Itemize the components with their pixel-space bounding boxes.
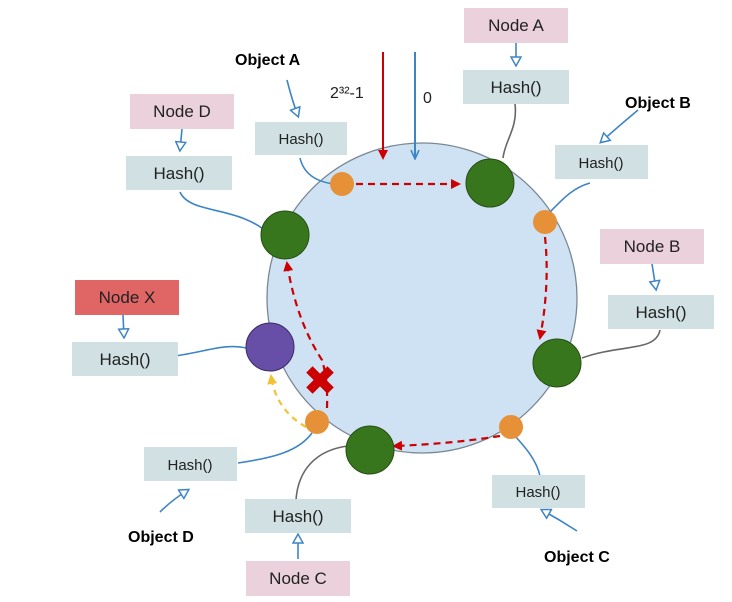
connector-node-x (174, 345, 247, 357)
ring-object-c (499, 415, 523, 439)
cross-icon (306, 366, 334, 394)
connector-node-c (295, 445, 349, 501)
hash-box-node-b: Hash() (608, 295, 714, 329)
hash-label: Hash() (278, 131, 323, 148)
node-a-box: Node A (464, 8, 568, 43)
connector-object-d (237, 432, 313, 464)
connector-object-b (549, 182, 591, 213)
ring-node-b (532, 338, 582, 388)
connector-node-a (502, 103, 517, 159)
object-b-label: Object B (625, 95, 691, 112)
node-c-box: Node C (246, 561, 350, 596)
hash-box-node-c: Hash() (245, 499, 351, 533)
hash-label: Hash() (272, 507, 323, 526)
ring-node-d (260, 210, 310, 260)
hash-label: Hash() (515, 484, 560, 501)
hash-label: Hash() (635, 303, 686, 322)
connector-object-c (514, 435, 541, 477)
node-d-label: Node D (153, 102, 211, 121)
ring-node-c (345, 425, 395, 475)
hash-ring (266, 142, 578, 454)
hash-box-object-b: Hash() (555, 145, 648, 179)
hash-label: Hash() (578, 155, 623, 172)
object-d-label: Object D (128, 529, 194, 546)
hash-box-object-d: Hash() (144, 447, 237, 481)
hash-label: Hash() (99, 350, 150, 369)
node-a-label: Node A (488, 16, 544, 35)
ring-node-a (465, 158, 515, 208)
route-object-b-to-node-b (536, 236, 548, 340)
object-hash-arrows (159, 79, 639, 532)
object-a-label: Object A (235, 52, 301, 69)
hash-label: Hash() (153, 164, 204, 183)
object-c-label: Object C (544, 549, 610, 566)
hash-label: Hash() (490, 78, 541, 97)
hash-box-node-a: Hash() (463, 70, 569, 104)
node-x-label: Node X (99, 288, 156, 307)
node-b-box: Node B (600, 229, 704, 264)
reroute-object-d-to-node-x (267, 374, 307, 428)
ring-object-a (330, 172, 354, 196)
connectors (174, 103, 661, 501)
hash-box-node-d: Hash() (126, 156, 232, 190)
ring-object-b (533, 210, 557, 234)
node-b-label: Node B (624, 237, 681, 256)
zero-label: 0 (423, 90, 432, 107)
ring-object-d (305, 410, 329, 434)
node-x-box: Node X (75, 280, 179, 315)
hash-box-node-x: Hash() (72, 342, 178, 376)
route-object-c-to-node-c (392, 434, 501, 451)
max-label: 2³²-1 (330, 85, 364, 102)
node-hash-arrows (123, 43, 656, 559)
connector-node-b (581, 329, 661, 359)
node-d-box: Node D (130, 94, 234, 129)
connector-node-d (179, 191, 271, 236)
hash-box-object-a: Hash() (255, 122, 347, 155)
node-c-label: Node C (269, 569, 327, 588)
ring-node-x (245, 322, 295, 372)
hash-label: Hash() (167, 457, 212, 474)
hash-box-object-c: Hash() (492, 475, 585, 508)
